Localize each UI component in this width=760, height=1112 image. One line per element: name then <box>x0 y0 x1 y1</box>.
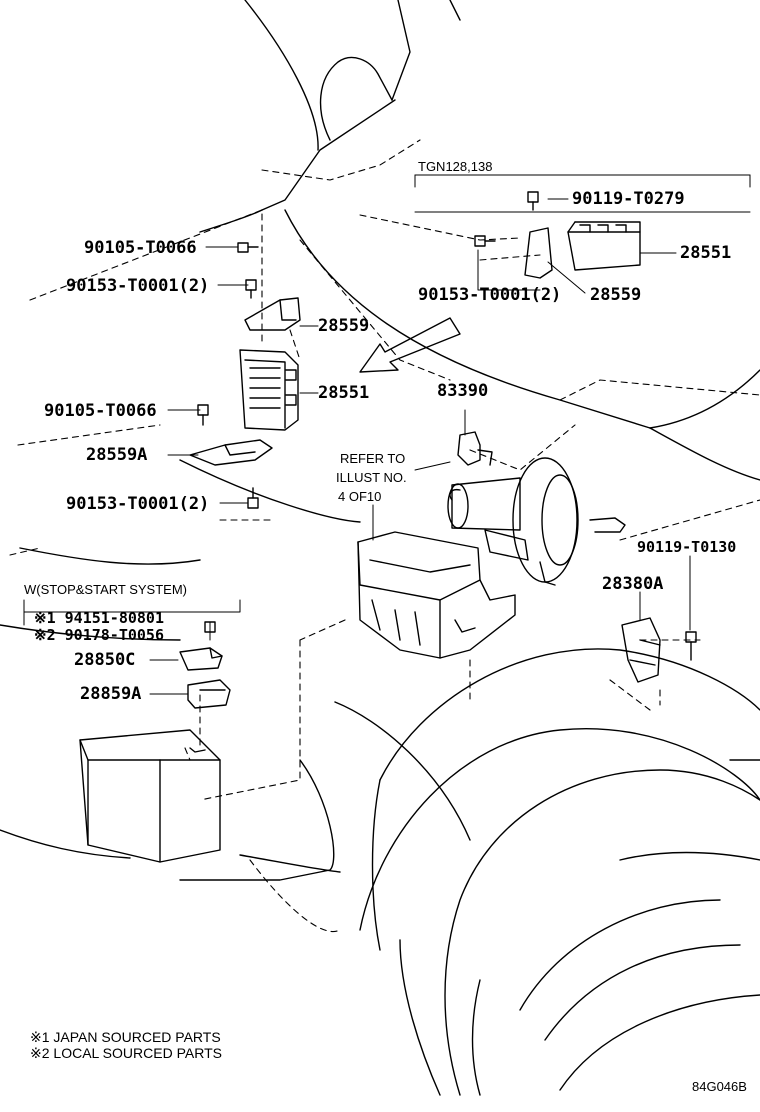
sensor-28380a <box>621 617 697 683</box>
part-number-90119-t0130: 90119-T0130 <box>637 538 737 556</box>
part-number-28551-upper: 28551 <box>680 243 732 263</box>
direction-arrow <box>359 317 461 373</box>
illustration-code: 84G046B <box>692 1079 747 1094</box>
part-number-90105-t0066-mid: 90105-T0066 <box>44 401 157 421</box>
ecu-assembly-left <box>189 242 301 509</box>
stop-start-system-title: W(STOP&START SYSTEM) <box>24 582 188 597</box>
part-number-28859a: 28859A <box>80 684 142 704</box>
part-number-28559-upper: 28559 <box>590 285 642 305</box>
part-number-90178-t0056: ※2 90178-T0056 <box>34 626 164 644</box>
brake-booster <box>447 457 626 586</box>
part-number-28559a: 28559A <box>86 445 148 465</box>
part-number-90153-t0001-left-top: 90153-T0001(2) <box>66 276 210 296</box>
ecu-assembly-upper-right <box>474 191 641 279</box>
relay-block <box>357 531 516 659</box>
refer-to-line-2: ILLUST NO. <box>336 470 407 485</box>
part-number-28380a: 28380A <box>602 574 664 594</box>
part-number-90119-t0279: 90119-T0279 <box>572 189 685 209</box>
footnote-local-sourced: ※2 LOCAL SOURCED PARTS <box>30 1045 222 1061</box>
part-number-28551-left: 28551 <box>318 383 370 403</box>
part-number-83390: 83390 <box>437 381 489 401</box>
part-number-94151-80801: ※1 94151-80801 <box>34 609 164 627</box>
part-number-90153-t0001-upper: 90153-T0001(2) <box>418 285 562 305</box>
tgn-model-note: TGN128,138 <box>418 159 493 174</box>
sensor-83390 <box>457 431 493 466</box>
part-number-90153-t0001-left-bottom: 90153-T0001(2) <box>66 494 210 514</box>
part-number-28850c: 28850C <box>74 650 136 670</box>
leader-lines <box>23 174 751 695</box>
footnote-japan-sourced: ※1 JAPAN SOURCED PARTS <box>30 1029 221 1045</box>
refer-to-line-1: REFER TO <box>340 451 406 466</box>
stop-start-parts <box>79 621 231 863</box>
dashed-leader-lines <box>9 139 760 933</box>
part-number-90105-t0066-top: 90105-T0066 <box>84 238 197 258</box>
part-number-28559-left: 28559 <box>318 316 370 336</box>
refer-to-line-3: 4 OF10 <box>338 489 382 504</box>
